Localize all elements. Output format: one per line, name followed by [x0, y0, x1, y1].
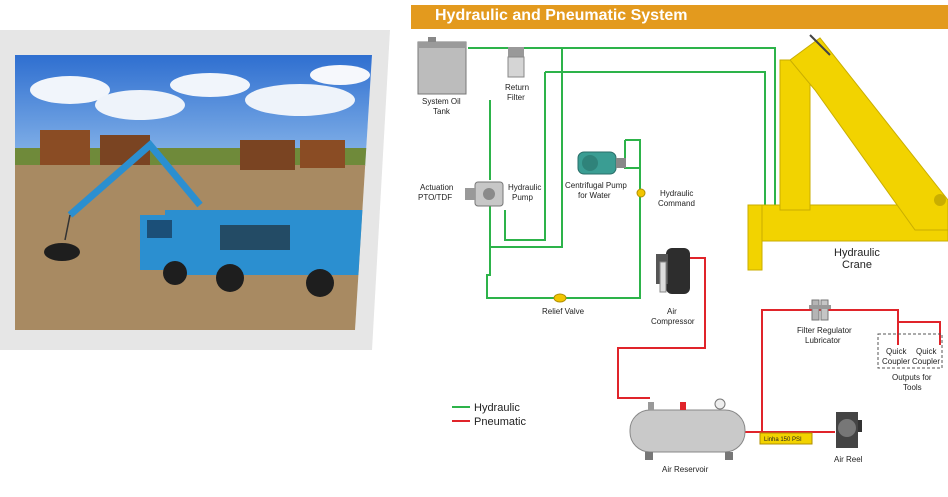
relief-valve-icon — [553, 293, 567, 303]
centrifugal-pump-icon — [577, 151, 626, 175]
air-reel-icon — [836, 412, 862, 448]
outputs-label-1: Outputs for — [892, 373, 932, 382]
hydraulic-pump-label-1: Hydraulic — [508, 183, 541, 192]
hydraulic-command-icon — [636, 188, 646, 198]
hydraulic-crane-label-1: Hydraulic — [834, 247, 880, 259]
quick-coupler-1-label-1: Quick — [886, 347, 907, 356]
pressure-plate: Linha 150 PSI — [759, 432, 813, 445]
legend: Hydraulic Pneumatic — [452, 402, 526, 428]
oil-tank-label-2: Tank — [433, 107, 451, 116]
hydraulic-lines — [468, 47, 776, 299]
return-filter-label-2: Filter — [507, 93, 525, 102]
quick-coupler-2-label-1: Quick — [916, 347, 937, 356]
air-reservoir-icon — [629, 398, 746, 460]
oil-tank-label-1: System Oil — [422, 97, 461, 106]
air-compressor-icon — [656, 248, 690, 294]
actuation-label-1: Actuation — [420, 183, 453, 192]
relief-valve-label: Relief Valve — [542, 307, 585, 316]
filter-regulator-label-2: Lubricator — [805, 336, 841, 345]
crane-icon — [747, 34, 948, 271]
pressure-plate-text: Linha 150 PSI — [764, 437, 802, 443]
outputs-label-2: Tools — [903, 383, 922, 392]
air-compressor-label-2: Compressor — [651, 317, 695, 326]
quick-coupler-1-label-2: Coupler — [882, 357, 910, 366]
actuation-label-2: PTO/TDF — [418, 193, 452, 202]
air-reel-label: Air Reel — [834, 455, 863, 464]
filter-regulator-icon — [809, 299, 831, 321]
filter-icon — [507, 47, 525, 78]
page-title: Hydraulic and Pneumatic System — [435, 7, 688, 24]
hydraulic-command-label-1: Hydraulic — [660, 189, 693, 198]
hydraulic-pump-label-2: Pump — [512, 193, 533, 202]
return-filter-label-1: Return — [505, 83, 529, 92]
title-bar: Hydraulic and Pneumatic System — [411, 5, 948, 29]
hydraulic-crane-label-2: Crane — [842, 259, 872, 271]
hydraulic-pump-icon — [465, 181, 504, 207]
air-compressor-label-1: Air — [667, 307, 677, 316]
truck-photo — [0, 30, 390, 350]
quick-coupler-2-label-2: Coupler — [912, 357, 940, 366]
legend-pneumatic: Pneumatic — [474, 416, 526, 428]
quick-couplers-box — [877, 333, 943, 369]
oil-tank-icon — [417, 37, 467, 95]
pneumatic-lines — [617, 257, 941, 433]
legend-hydraulic: Hydraulic — [474, 402, 520, 414]
air-reservoir-label: Air Reservoir — [662, 465, 709, 474]
filter-regulator-label-1: Filter Regulator — [797, 326, 852, 335]
centrifugal-pump-label-2: for Water — [578, 191, 611, 200]
hydraulic-command-label-2: Command — [658, 199, 695, 208]
centrifugal-pump-label-1: Centrifugal Pump — [565, 181, 627, 190]
